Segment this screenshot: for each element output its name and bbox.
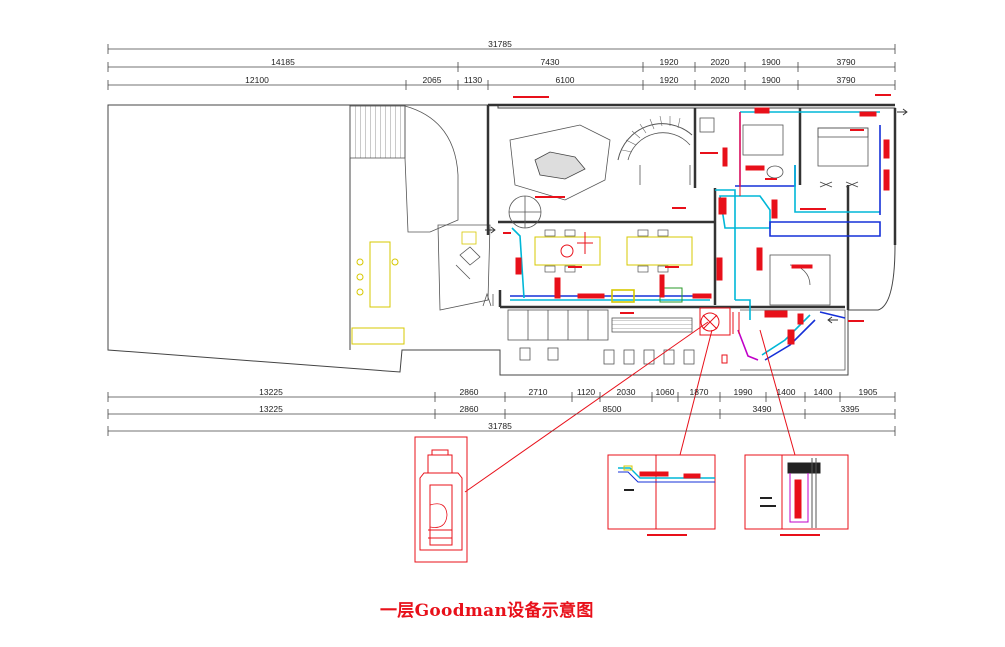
dim-bot-2: 2860 [460, 387, 479, 397]
dim-bot-9: 1400 [777, 387, 796, 397]
dim-top-3: 1920 [660, 57, 679, 67]
garage-area [349, 105, 459, 345]
walls [486, 103, 897, 310]
terrace [437, 224, 491, 311]
dim-top2-2: 2065 [423, 75, 442, 85]
detail-unit-elevation [414, 436, 468, 563]
bottom-dimension-lines [107, 392, 896, 436]
annotation-marks [503, 94, 891, 322]
dim-top-4: 2020 [711, 57, 730, 67]
living-area [508, 115, 693, 229]
dim-top2-5: 1920 [660, 75, 679, 85]
dim-bot2-4: 3490 [753, 404, 772, 414]
bottom-dimension-texts: 13225 2860 2710 1120 2030 1060 1870 1990… [259, 387, 878, 431]
bottom-cabinets [482, 292, 695, 365]
equipment-markers [515, 107, 890, 345]
dim-bot-10: 1400 [814, 387, 833, 397]
dim-bot2-2: 2860 [460, 404, 479, 414]
dim-bot-6: 1060 [656, 387, 675, 397]
bedroom [699, 117, 869, 188]
dim-bot-7: 1870 [690, 387, 709, 397]
dim-top2-3: 1130 [464, 75, 483, 85]
detail-section-3 [744, 454, 849, 536]
dim-bot-4: 1120 [577, 387, 596, 397]
utility-rooms [740, 254, 846, 371]
dim-top2-1: 12100 [245, 75, 269, 85]
dim-top-1: 14185 [271, 57, 295, 67]
dim-top-2: 7430 [541, 57, 560, 67]
equipment-lines [464, 112, 796, 493]
dim-bot-5: 2030 [617, 387, 636, 397]
drawing-title: 一层Goodman设备示意图 [380, 601, 594, 621]
dim-bot-1: 13225 [259, 387, 283, 397]
dim-top-6: 3790 [837, 57, 856, 67]
dining-tables [534, 229, 693, 273]
dim-bot-3: 2710 [529, 387, 548, 397]
dim-bot-11: 1905 [859, 387, 878, 397]
top-dimension-texts: 31785 14185 7430 1920 2020 1900 3790 121… [245, 39, 856, 85]
dim-top2-7: 1900 [762, 75, 781, 85]
dim-top2-4: 6100 [556, 75, 575, 85]
dim-top-5: 1900 [762, 57, 781, 67]
dim-top2-6: 2020 [711, 75, 730, 85]
dim-bot2-3: 8500 [603, 404, 622, 414]
flow-arrows [485, 108, 908, 324]
dim-top-total: 31785 [488, 39, 512, 49]
dim-bot2-1: 13225 [259, 404, 283, 414]
building-outline [107, 104, 896, 376]
top-dimension-lines [107, 44, 896, 90]
dim-top2-8: 3790 [837, 75, 856, 85]
dim-bot-total: 31785 [488, 421, 512, 431]
dim-bot-8: 1990 [734, 387, 753, 397]
detail-section-2 [607, 454, 716, 536]
dim-bot2-5: 3395 [841, 404, 860, 414]
ductwork [510, 111, 881, 361]
